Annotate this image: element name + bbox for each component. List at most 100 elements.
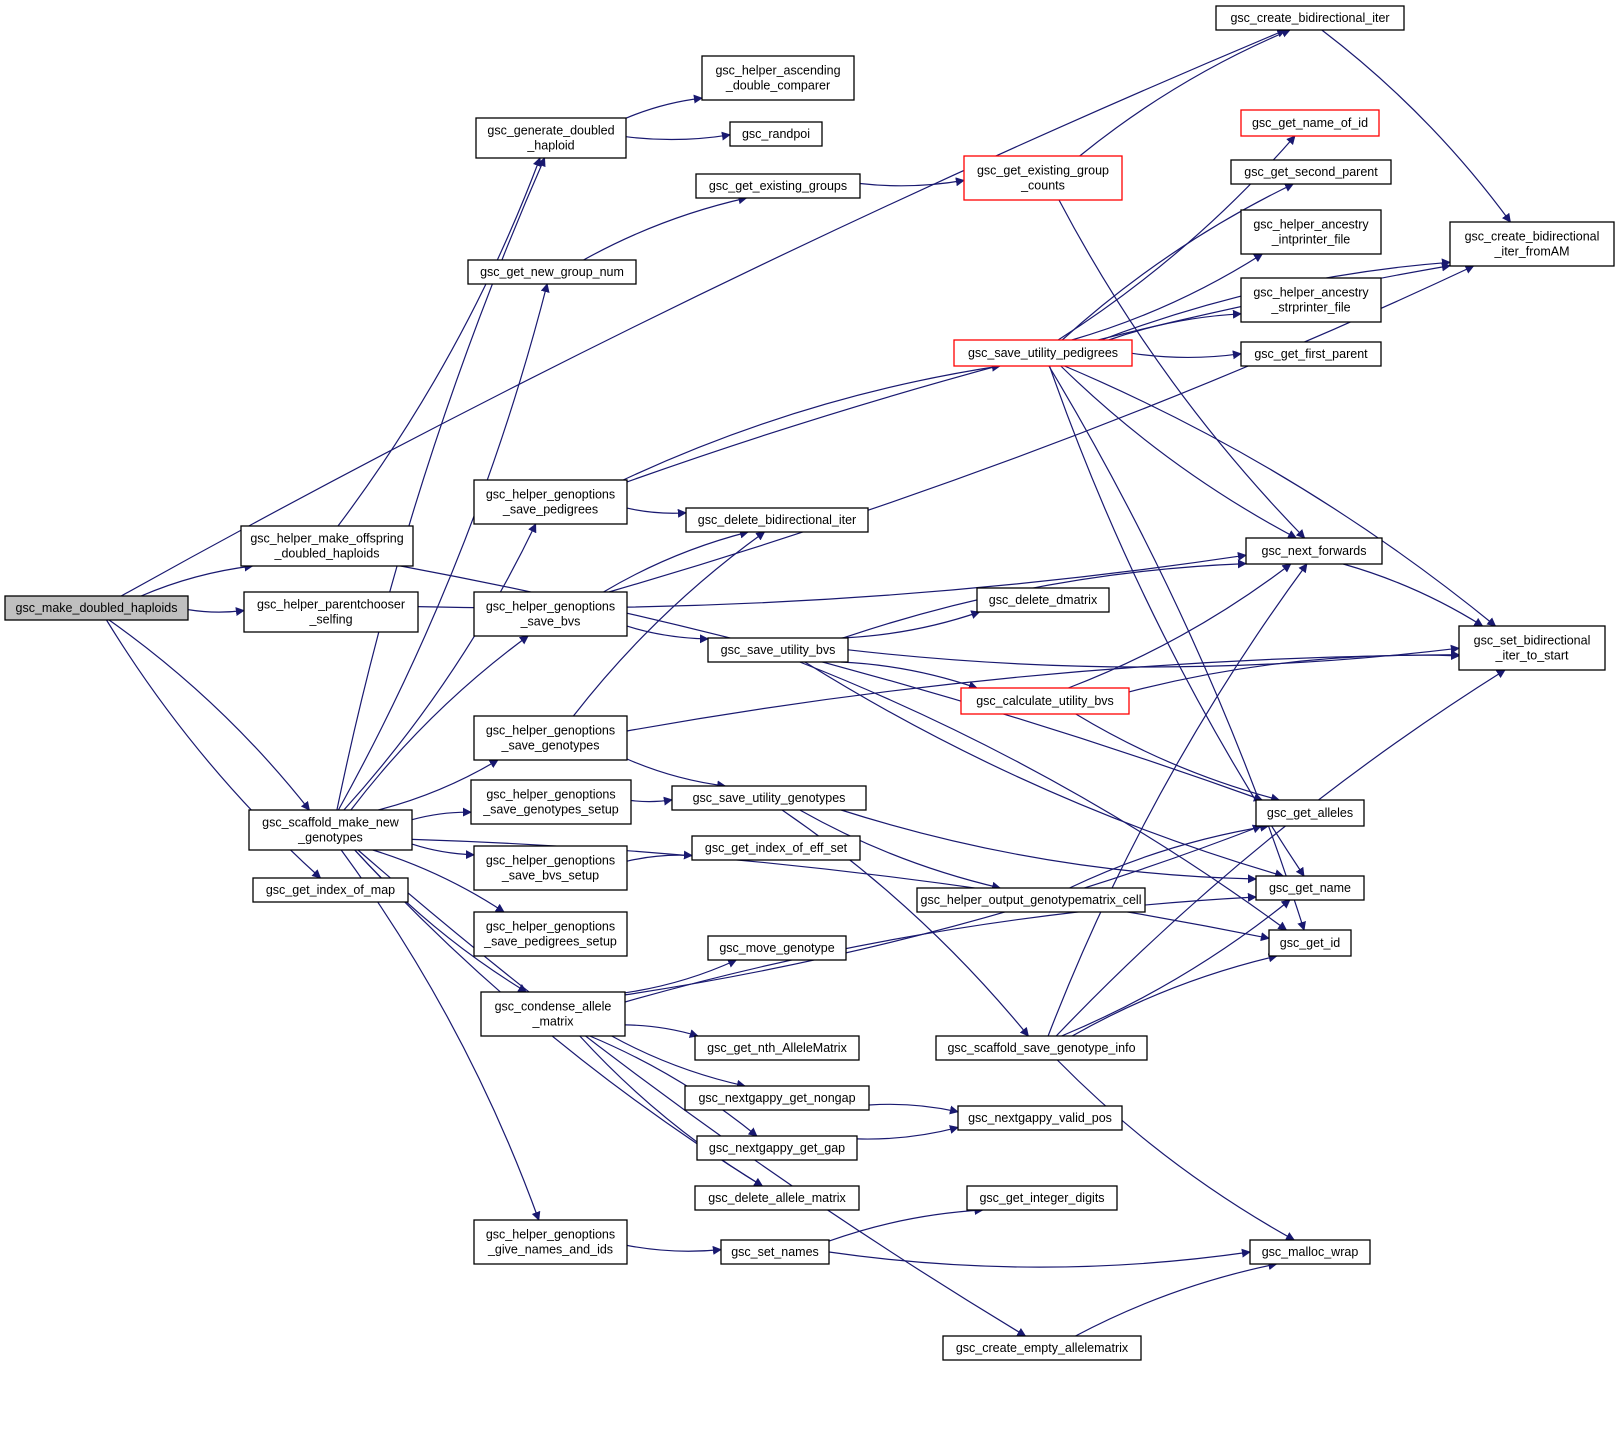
node-label: gsc_delete_allele_matrix: [708, 1191, 846, 1205]
node-hggn[interactable]: gsc_helper_genoptions_give_names_and_ids: [473, 1219, 628, 1265]
node-hps[interactable]: gsc_helper_parentchooser_selfing: [243, 591, 419, 633]
node-hgsbs[interactable]: gsc_helper_genoptions_save_bvs_setup: [473, 845, 628, 891]
node-rp[interactable]: gsc_randpoi: [729, 121, 823, 147]
node-gegc[interactable]: gsc_get_existing_group_counts: [963, 155, 1123, 201]
node-gid[interactable]: gsc_get_id: [1268, 929, 1352, 957]
node-gngn[interactable]: gsc_get_new_group_num: [467, 259, 637, 285]
edge-cam-to-ga: [624, 824, 1262, 996]
node-hmo[interactable]: gsc_helper_make_offspring_doubled_haploi…: [240, 525, 414, 567]
node-ga[interactable]: gsc_get_alleles: [1255, 799, 1365, 827]
edge-sn-to-gid2: [828, 1205, 984, 1242]
node-cbi[interactable]: gsc_create_bidirectional_iter: [1215, 5, 1405, 31]
node-dbi[interactable]: gsc_delete_bidirectional_iter: [685, 507, 869, 533]
node-ngvp[interactable]: gsc_nextgappy_valid_pos: [957, 1105, 1123, 1131]
node-label: gsc_helper_genoptions: [486, 788, 615, 802]
node-label: gsc_helper_genoptions: [486, 724, 615, 738]
edge-cam-to-gname: [624, 892, 1257, 1003]
edge-hgsp-to-dbi: [626, 507, 687, 518]
edge-root-to-smng: [108, 619, 310, 811]
node-hogc[interactable]: gsc_helper_output_genotypematrix_cell: [916, 887, 1146, 913]
node-gdh[interactable]: gsc_generate_doubled_haploid: [475, 117, 627, 159]
edge-smng-to-gid: [411, 838, 1270, 942]
node-root[interactable]: gsc_make_doubled_haploids: [4, 595, 189, 621]
edge-gdh-to-rp: [625, 131, 731, 141]
node-cea[interactable]: gsc_create_empty_allelematrix: [942, 1335, 1142, 1361]
node-label: gsc_get_alleles: [1267, 806, 1353, 820]
node-gnf[interactable]: gsc_next_forwards: [1245, 537, 1383, 565]
node-hasf[interactable]: gsc_helper_ancestry_strprinter_file: [1240, 277, 1382, 323]
node-label: gsc_helper_ancestry: [1253, 218, 1369, 232]
node-sug[interactable]: gsc_save_utility_genotypes: [671, 785, 867, 811]
node-box: [1255, 875, 1365, 901]
node-box: [916, 887, 1146, 913]
edge-cam-to-nggn: [611, 1035, 746, 1089]
node-cub[interactable]: gsc_calculate_utility_bvs: [960, 687, 1130, 715]
node-hgsp[interactable]: gsc_helper_genoptions_save_pedigrees: [473, 479, 628, 525]
node-sub[interactable]: gsc_save_utility_bvs: [707, 637, 849, 663]
node-box: [473, 479, 628, 525]
node-label: gsc_helper_genoptions: [486, 600, 615, 614]
node-label: gsc_save_utility_pedigrees: [968, 346, 1118, 360]
node-label: gsc_randpoi: [742, 127, 810, 141]
node-box: [694, 1035, 860, 1061]
node-box: [707, 935, 847, 961]
node-ssgi[interactable]: gsc_scaffold_save_genotype_info: [935, 1035, 1148, 1061]
edge-root-to-hmo: [140, 562, 254, 597]
edge-sug-to-gname: [840, 809, 1257, 884]
node-label: _save_genotypes: [501, 739, 600, 753]
node-box: [685, 507, 869, 533]
node-smng[interactable]: gsc_scaffold_make_new_genotypes: [248, 809, 413, 851]
node-label: gsc_move_genotype: [719, 941, 834, 955]
node-box: [4, 595, 189, 621]
node-box: [957, 1105, 1123, 1131]
edge-hgsg-to-dbi: [572, 531, 766, 717]
node-sn[interactable]: gsc_set_names: [720, 1239, 830, 1265]
node-gsp[interactable]: gsc_get_second_parent: [1230, 159, 1392, 185]
node-box: [976, 587, 1110, 613]
node-ddm[interactable]: gsc_delete_dmatrix: [976, 587, 1110, 613]
node-nggg[interactable]: gsc_nextgappy_get_gap: [696, 1135, 858, 1161]
node-hgsg[interactable]: gsc_helper_genoptions_save_genotypes: [473, 715, 628, 761]
node-gnoi[interactable]: gsc_get_name_of_id: [1240, 109, 1380, 137]
node-geg[interactable]: gsc_get_existing_groups: [695, 173, 861, 199]
node-sup[interactable]: gsc_save_utility_pedigrees: [953, 339, 1133, 367]
node-label: _save_genotypes_setup: [482, 803, 619, 817]
node-mw[interactable]: gsc_malloc_wrap: [1249, 1239, 1371, 1265]
node-dam[interactable]: gsc_delete_allele_matrix: [694, 1185, 860, 1211]
node-label: gsc_nextgappy_get_nongap: [698, 1091, 855, 1105]
node-box: [1215, 5, 1405, 31]
node-box: [695, 173, 861, 199]
node-label: gsc_create_bidirectional: [1465, 230, 1600, 244]
node-haif[interactable]: gsc_helper_ancestry_intprinter_file: [1240, 209, 1382, 255]
node-label: _counts: [1020, 179, 1065, 193]
node-label: gsc_get_nth_AlleleMatrix: [707, 1041, 847, 1055]
node-cbiam[interactable]: gsc_create_bidirectional_iter_fromAM: [1449, 221, 1615, 267]
node-label: _iter_fromAM: [1493, 245, 1569, 259]
node-gname[interactable]: gsc_get_name: [1255, 875, 1365, 901]
node-box: [953, 339, 1133, 367]
node-gnam[interactable]: gsc_get_nth_AlleleMatrix: [694, 1035, 860, 1061]
node-box: [684, 1085, 870, 1111]
node-cam[interactable]: gsc_condense_allele_matrix: [480, 991, 626, 1037]
edge-cub-to-ga: [1075, 713, 1281, 803]
node-label: gsc_helper_genoptions: [486, 920, 615, 934]
node-gfp[interactable]: gsc_get_first_parent: [1240, 341, 1382, 367]
node-hgsb[interactable]: gsc_helper_genoptions_save_bvs: [473, 591, 628, 637]
node-box: [696, 1135, 858, 1161]
node-box: [1249, 1239, 1371, 1265]
node-label: _haploid: [526, 139, 574, 153]
node-label: gsc_condense_allele: [495, 1000, 612, 1014]
node-gies[interactable]: gsc_get_index_of_eff_set: [691, 835, 861, 861]
node-mg[interactable]: gsc_move_genotype: [707, 935, 847, 961]
node-gim[interactable]: gsc_get_index_of_map: [252, 877, 409, 903]
node-box: [1240, 209, 1382, 255]
edge-sup-to-gid: [1048, 365, 1306, 931]
node-hadc[interactable]: gsc_helper_ascending_double_comparer: [701, 55, 855, 101]
node-hgsps[interactable]: gsc_helper_genoptions_save_pedigrees_set…: [473, 911, 628, 957]
node-sbits[interactable]: gsc_set_bidirectional_iter_to_start: [1458, 625, 1606, 671]
node-gid2[interactable]: gsc_get_integer_digits: [966, 1185, 1118, 1211]
node-hgsgs[interactable]: gsc_helper_genoptions_save_genotypes_set…: [470, 779, 632, 825]
node-label: gsc_create_bidirectional_iter: [1230, 11, 1389, 25]
edge-smng-to-hgsg: [378, 759, 499, 811]
node-nggn[interactable]: gsc_nextgappy_get_nongap: [684, 1085, 870, 1111]
